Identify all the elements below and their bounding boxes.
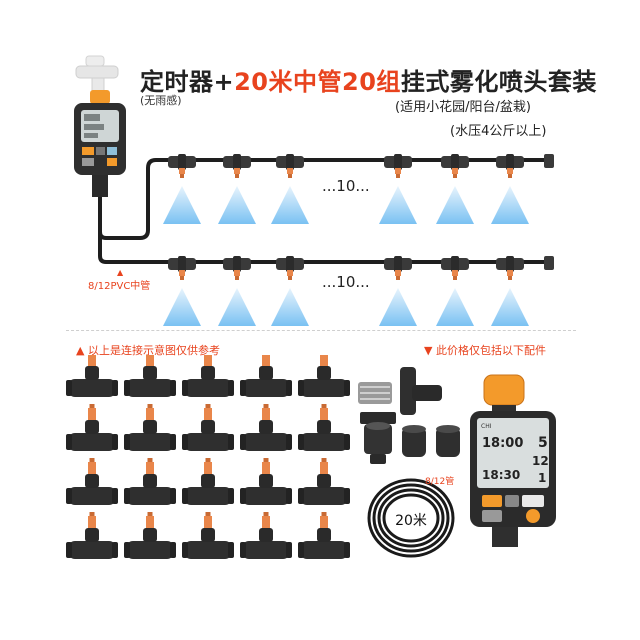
page-title: 定时器+20米中管20组挂式雾化喷头套装 xyxy=(140,62,597,97)
timer-button-set[interactable] xyxy=(482,510,502,522)
row1-ellipsis: ...10... xyxy=(322,177,370,195)
nozzle-row-lower xyxy=(163,256,554,326)
timer-device: CHI 18:00 5 12 18:30 1 xyxy=(470,374,556,547)
pipe-coil-icon: 20米 xyxy=(367,478,455,558)
note-diagram-reference: ▲ 以上是连接示意图仅供参考 xyxy=(76,344,220,357)
connection-diagram xyxy=(74,55,554,326)
parts-showcase: 20米 CHI 18:00 5 12 18:30 1 xyxy=(66,355,556,559)
title-part-timer: 定时器+ xyxy=(140,68,235,96)
timer-button-on-off[interactable] xyxy=(482,495,502,507)
subtitle-scope: (适用小花园/阳台/盆栽) xyxy=(395,100,531,115)
title-part-pipe: 20米中管20组 xyxy=(234,68,401,96)
tee-nozzle-grid xyxy=(66,355,350,559)
quick-coupler-icon xyxy=(360,412,396,464)
timer-device-diagram xyxy=(74,90,126,197)
end-cap-icon xyxy=(402,425,426,457)
nozzle-row-upper xyxy=(163,154,554,224)
row2-ellipsis: ...10... xyxy=(322,273,370,291)
timer-num-b: 12 xyxy=(532,454,549,468)
timer-button-manual[interactable] xyxy=(522,495,544,507)
subtitle-rainless: (无雨感) xyxy=(140,94,182,107)
tube-size-tag: 8/12管 xyxy=(425,477,455,487)
timer-time-b: 18:30 xyxy=(482,468,520,482)
timer-button-confirm[interactable] xyxy=(526,509,540,523)
faucet-icon xyxy=(75,55,119,93)
tee-connector-icon xyxy=(400,367,442,415)
threaded-adapter-icon xyxy=(358,382,392,404)
section-divider xyxy=(66,330,576,331)
subtitle-pressure: (水压4公斤以上) xyxy=(450,124,547,139)
timer-num-a: 5 xyxy=(538,435,548,451)
pipe-arrow-icon: ▲ xyxy=(117,268,124,277)
pipe-lower xyxy=(98,232,548,264)
timer-button-mode[interactable] xyxy=(505,495,519,507)
pipe-upper xyxy=(98,158,548,240)
coil-length-label: 20米 xyxy=(395,513,427,529)
timer-brand-label: CHI xyxy=(481,423,492,430)
note-included-parts: ▼ 此价格仅包括以下配件 xyxy=(424,344,546,357)
timer-time-a: 18:00 xyxy=(482,436,523,451)
timer-num-c: 1 xyxy=(538,471,546,485)
title-part-kit: 挂式雾化喷头套装 xyxy=(400,68,597,96)
end-cap-icon xyxy=(436,425,460,457)
pipe-label: 8/12PVC中管 xyxy=(88,281,151,292)
